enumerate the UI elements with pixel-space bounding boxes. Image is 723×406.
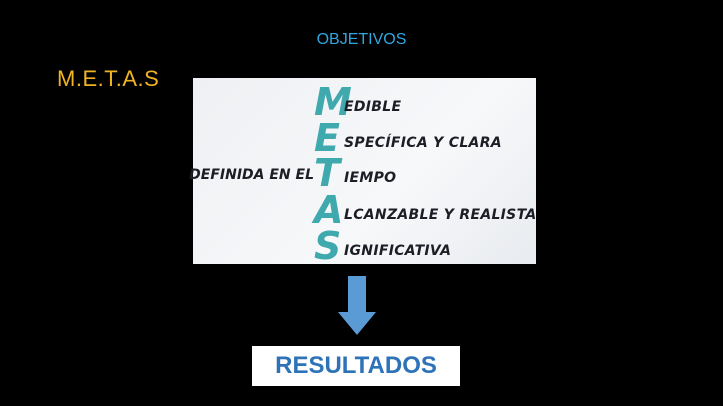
row-text: IEMPO [344,170,397,186]
letter-t: T [314,151,340,195]
row-medible: MEDIBLE [314,80,401,124]
row-alcanzable: ALCANZABLE Y REALISTA [314,188,536,232]
row-text: IGNIFICATIVA [344,243,452,259]
row-text: SPECÍFICA Y CLARA [344,135,502,151]
row-text: EDIBLE [344,99,402,115]
row-text: LCANZABLE Y REALISTA [344,207,537,223]
arrow-down-icon [338,276,376,335]
letter-s: S [314,224,342,268]
letter-a: A [314,188,344,232]
result-box: RESULTADOS [252,346,460,386]
row-prefix: DEFINIDA EN EL [189,167,314,183]
letter-e: E [314,116,340,160]
slide-title: OBJETIVOS [316,31,407,48]
acronym-label: M.E.T.A.S [57,66,160,91]
